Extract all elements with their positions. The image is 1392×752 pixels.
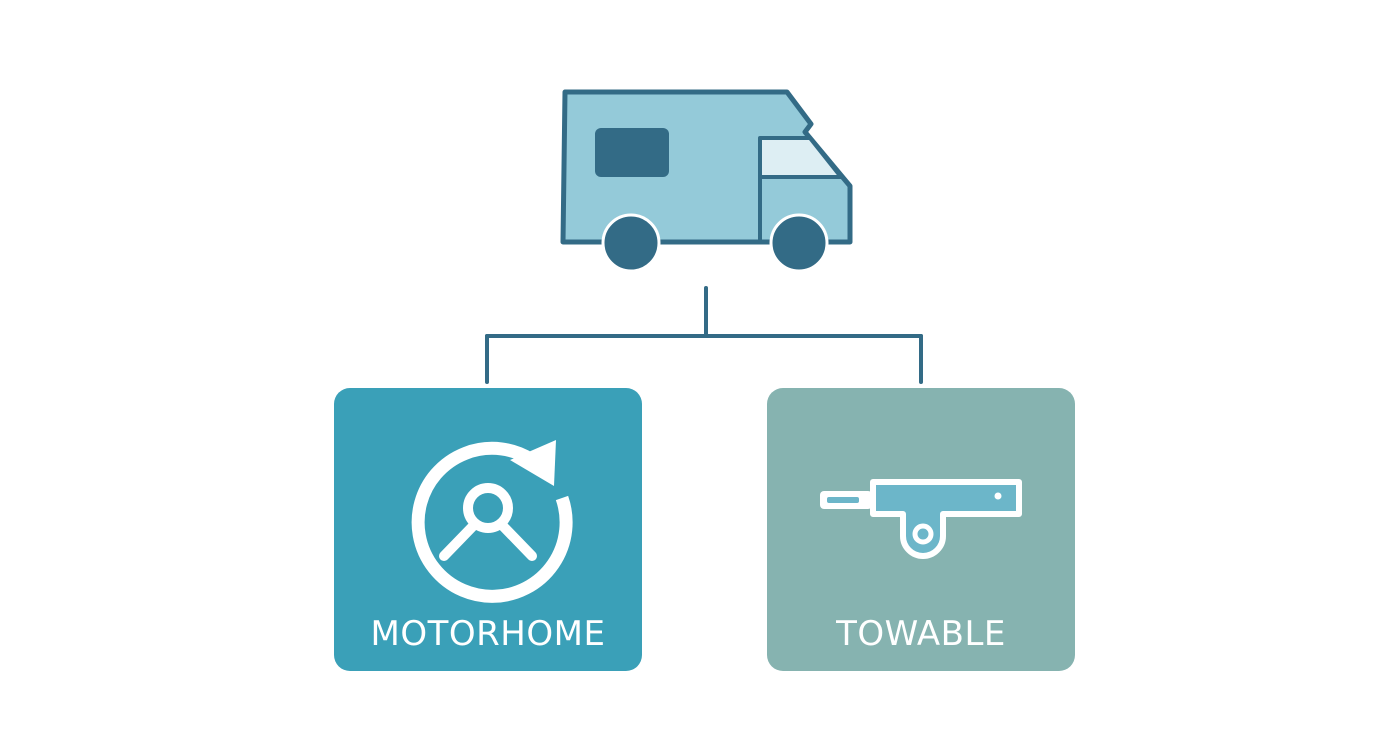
towable-label: TOWABLE [836, 614, 1006, 654]
motorhome-card[interactable]: MOTORHOME [334, 388, 642, 671]
towable-card[interactable]: TOWABLE [767, 388, 1075, 671]
rv-motorhome-icon [560, 89, 853, 273]
steering-wheel-rotate-icon [411, 440, 573, 603]
trailer-hitch-icon [820, 479, 1022, 559]
motorhome-label: MOTORHOME [370, 614, 606, 654]
